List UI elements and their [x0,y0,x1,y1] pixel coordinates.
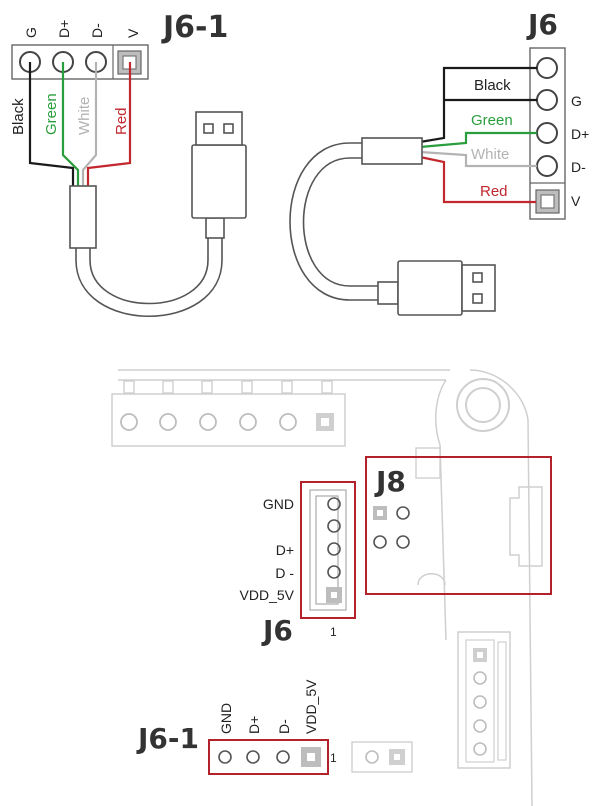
board-j6-pin-d-plus: D+ [276,542,294,558]
board-j6-1-title: J6-1 [136,722,199,755]
board-j6-pin-gnd: GND [263,496,294,512]
wire-label-red: Red [113,107,130,135]
board-j6-1-pin-d-minus: D- [276,719,292,734]
wire-label-green: Green [43,93,60,135]
j6-wire-label-green: Green [471,112,513,129]
green-wire [61,62,80,192]
pin-label-d-plus: D+ [56,20,72,38]
pin-label-g: G [23,27,39,38]
j6-1-title: J6-1 [161,10,228,45]
j6-pin-label-d-minus: D- [571,159,586,175]
black-wire [28,62,75,192]
cable-body [75,238,223,318]
board-illustration: GND D+ D - VDD_5V 1 J6 J8 GND D+ D- VDD_… [111,369,552,806]
board-j6-pin-d-minus: D - [275,565,294,581]
wire-label-white: White [76,97,93,135]
board-j6-highlight [300,481,356,619]
board-j6-1-pin1-marker: 1 [330,751,337,765]
usb-plug-body [191,144,247,219]
board-j6-title: J6 [261,614,293,647]
j6-wire-label-white: White [471,146,509,163]
board-j6-1-pin-d-plus: D+ [246,716,262,734]
board-j8-highlight [365,456,552,595]
board-j8-title: J8 [374,465,406,498]
j6-wire-label-red: Red [480,183,508,200]
j6-pin-label-d-plus: D+ [571,126,589,142]
usb-plug-tip [195,111,243,146]
j6-cable-illustration: J6 G D+ D- V Black Green White Red [289,8,589,316]
board-j6-1-highlight [208,739,329,775]
red-wire [86,62,132,192]
j6-wire-label-black: Black [474,77,511,94]
j6-1-cable-illustration: J6-1 G D+ D- V Black Green White Red [10,10,247,318]
usb-strain-relief [205,217,225,239]
j6-pin-label-g: G [571,93,582,109]
white-wire [81,62,98,192]
board-j6-pin1-marker: 1 [330,625,337,639]
j6-1-header [11,44,149,80]
j6-title: J6 [526,8,558,41]
pin-label-d-minus: D- [89,23,105,38]
board-j6-1-pin-vdd: VDD_5V [303,679,319,734]
wire-label-black: Black [10,98,27,135]
pin-label-v: V [125,28,141,38]
board-j6-1-pin-gnd: GND [218,703,234,734]
j6-pin-label-v: V [571,193,581,209]
cable-sleeve [69,185,97,249]
board-j6-pin-vdd: VDD_5V [240,587,295,603]
